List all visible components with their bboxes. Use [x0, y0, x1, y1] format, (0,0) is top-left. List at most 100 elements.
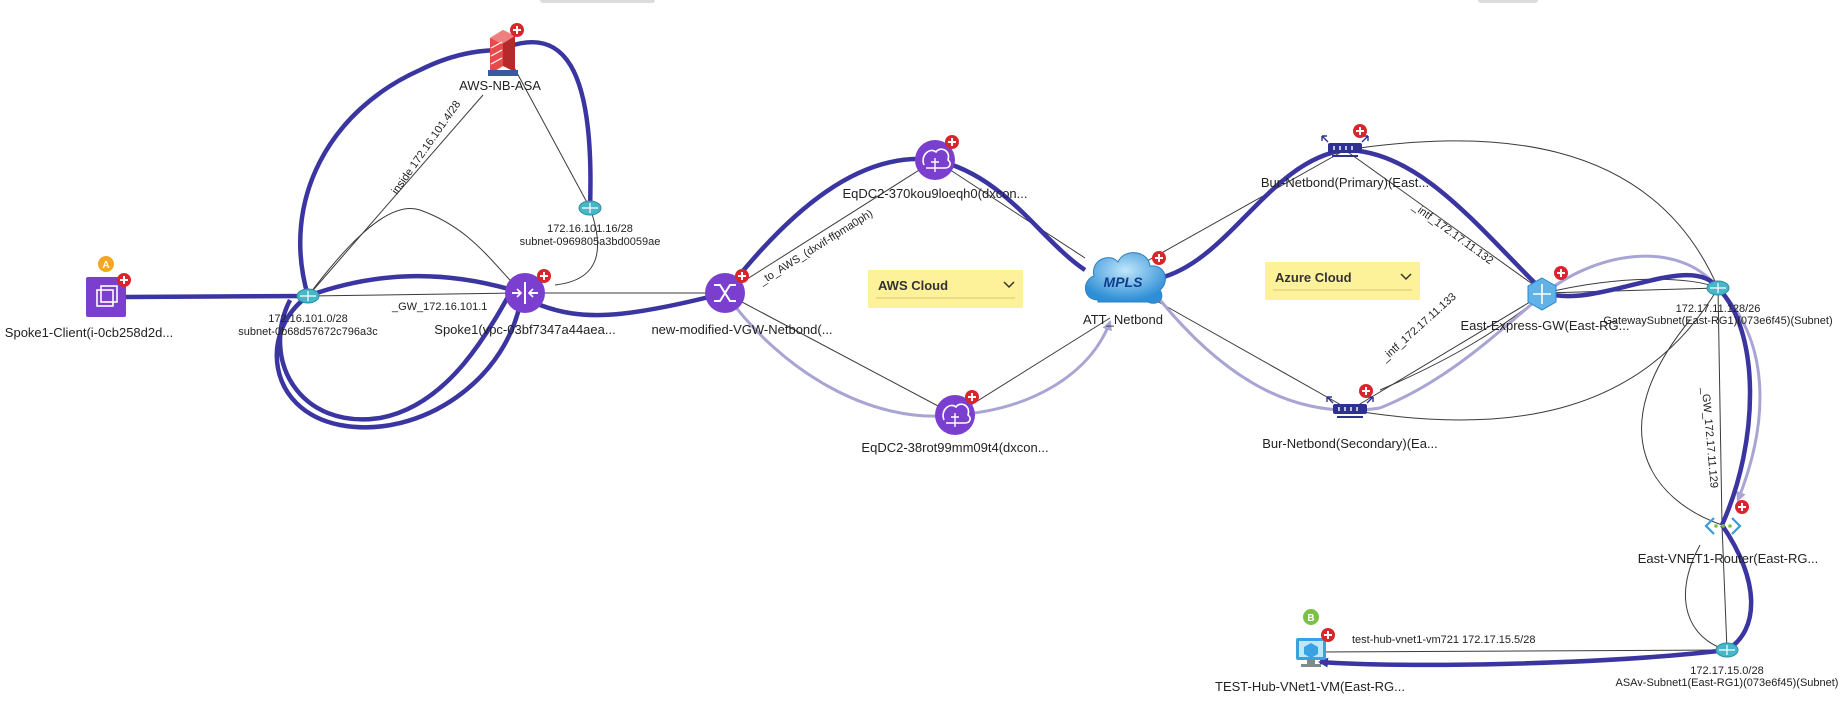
node-spoke1-client[interactable]: A Spoke1-Client(i-0cb258d2d... [5, 256, 173, 340]
link-subnet-asa-to-vpc [554, 207, 598, 286]
badge-b-text: B [1307, 613, 1314, 624]
link-gwsubnet-curve-router [1641, 319, 1723, 526]
chevron-down-icon[interactable] [1400, 273, 1412, 281]
node-bur-secondary[interactable]: Bur-Netbond(Secondary)(Ea... [1262, 384, 1438, 451]
primary-subnet-loop-lower-2 [277, 273, 522, 422]
node-label: East-Express-GW(East-RG... [1460, 318, 1629, 333]
primary-subnet-to-vpc-upper [307, 273, 523, 299]
subnet-cidr: 172.16.101.0/28 [268, 313, 348, 325]
edge-label-gw-spoke: _GW_172.16.101.1 [391, 301, 487, 313]
link-spoke-subnet-to-asa [307, 94, 484, 297]
link-asav-to-vm [1314, 649, 1728, 653]
node-eqdc2-b[interactable]: EqDC2-38rot99mm09t4(dxcon... [861, 390, 1049, 455]
node-subnet-asa[interactable]: 172.16.101.16/28 subnet-0969805a3bd0059a… [520, 200, 661, 248]
node-vgw[interactable]: new-modified-VGW-Netbond(... [651, 269, 833, 337]
subnet-name: ASAv-Subnet1(East-RG1)(073e6f45)(Subnet) [1616, 677, 1839, 689]
link-mpls-to-bur-primary [1139, 149, 1346, 266]
link-vgw-to-eqdc-b [724, 292, 956, 416]
primary-asa-to-subnet-asa [509, 40, 593, 209]
secondary-mpls-to-bur-secondary [1158, 299, 1381, 412]
aws-cloud-note-text: AWS Cloud [878, 278, 948, 293]
azure-cloud-note-text: Azure Cloud [1275, 270, 1352, 285]
link-asa-to-subnet-asa [509, 59, 591, 209]
node-bur-primary[interactable]: Bur-Netbond(Primary)(East... [1261, 124, 1429, 190]
node-eqdc2-a[interactable]: EqDC2-370kou9loeqh0(dxcon... [842, 135, 1028, 201]
node-label: EqDC2-370kou9loeqh0(dxcon... [842, 186, 1027, 201]
link-bur-primary-to-express [1344, 149, 1546, 294]
instances-icon [86, 277, 126, 317]
node-east-vnet-router[interactable]: East-VNET1-Router(East-RG... [1638, 500, 1819, 566]
subnet-name: subnet-0b68d57672c796a3c [238, 326, 378, 338]
mpls-text: MPLS [1104, 274, 1144, 290]
link-router-to-asav-curve [1685, 544, 1728, 651]
primary-asav-to-vm [1318, 647, 1728, 668]
node-east-express[interactable]: East-Express-GW(East-RG... [1460, 266, 1630, 333]
primary-path [124, 40, 1754, 668]
link-spoke-subnet-to-vpc [307, 292, 523, 297]
link-eqdc-b-to-mpls [954, 317, 1111, 416]
subnet-name: GatewaySubnet(East-RG1)(073e6f45)(Subnet… [1603, 315, 1832, 327]
link-express-to-gwsubnet-a [1544, 287, 1719, 294]
secondary-express-to-gwsubnet [1544, 254, 1720, 295]
node-label: ATT_Netbond [1083, 312, 1163, 327]
primary-express-to-gwsubnet [1544, 272, 1720, 299]
link-gwsubnet-to-vnet-router [1717, 287, 1723, 526]
badge-a-text: A [102, 260, 109, 271]
primary-router-to-asav [1720, 523, 1754, 652]
node-mpls[interactable]: MPLS ATT_Netbond [1083, 251, 1166, 327]
node-label: Bur-Netbond(Secondary)(Ea... [1262, 436, 1438, 451]
primary-gwsubnet-to-router [1716, 286, 1753, 526]
link-vgw-to-eqdc-a [724, 159, 936, 294]
primary-bur-primary-to-express [1344, 147, 1547, 295]
node-label: AWS-NB-ASA [459, 78, 541, 93]
secondary-path [723, 254, 1762, 502]
link-bur-secondary-to-gwsubnet [1349, 287, 1719, 421]
link-spoke-subnet-curve [307, 208, 523, 297]
node-label: TEST-Hub-VNet1-VM(East-RG... [1215, 679, 1405, 694]
primary-subnet-loop-asa [298, 47, 506, 297]
firewall-icon [488, 30, 518, 76]
secondary-vgw-to-eqdc-b [723, 292, 956, 418]
primary-eqdc-a-to-mpls [934, 157, 1087, 272]
top-tab-right [1478, 0, 1538, 3]
primary-mpls-to-bur-primary [1159, 147, 1346, 281]
aws-cloud-note[interactable]: AWS Cloud [868, 270, 1023, 308]
link-eqdc-a-to-mpls [934, 159, 1086, 259]
vnet-router-icon [1704, 517, 1742, 535]
node-label: new-modified-VGW-Netbond(... [651, 322, 832, 337]
node-asav-subnet[interactable]: 172.17.15.0/28 ASAv-Subnet1(East-RG1)(07… [1616, 642, 1839, 689]
primary-vgw-to-eqdc-a [723, 156, 936, 295]
node-label: Spoke1(vpc-03bf7347a44aea... [434, 322, 615, 337]
gateway-device-icon [1321, 135, 1369, 157]
primary-vpc-to-vgw [539, 290, 726, 318]
chevron-down-icon[interactable] [1003, 281, 1015, 289]
node-label: East-VNET1-Router(East-RG... [1638, 551, 1819, 566]
edge-label-to-aws: _to_AWS_(dxvif-ffpma0ph) [756, 208, 875, 288]
azure-cloud-note[interactable]: Azure Cloud [1265, 262, 1420, 300]
node-test-hub-vm[interactable]: B TEST-Hub-VNet1-VM(East-RG... [1215, 609, 1405, 694]
node-label: EqDC2-38rot99mm09t4(dxcon... [861, 440, 1048, 455]
node-spoke1-vpc[interactable]: Spoke1(vpc-03bf7347a44aea... [434, 269, 616, 337]
subnet-cidr: 172.16.101.16/28 [547, 223, 633, 235]
link-bur-secondary-to-express [1349, 292, 1546, 411]
top-tab-left [540, 0, 655, 3]
primary-client-to-subnet [124, 293, 309, 300]
link-bur-primary-to-gwsubnet [1344, 140, 1719, 289]
subnet-name: subnet-0969805a3bd0059ae [520, 236, 661, 248]
secondary-bur-secondary-to-express [1379, 291, 1546, 410]
node-subnet-spoke1[interactable]: 172.16.101.0/28 subnet-0b68d57672c796a3c [238, 288, 378, 338]
gateway-device-icon [1326, 396, 1374, 418]
virtual-machine-icon [1296, 638, 1326, 667]
subnet-cidr: 172.17.11.128/26 [1676, 303, 1761, 315]
edge-label-asa-inside: inside 172.16.101.4/28 [390, 99, 464, 197]
edge-label-gw-vnet: _GW_172.17.11.129 [1699, 386, 1720, 488]
badge-b [1303, 609, 1319, 625]
links [307, 59, 1728, 653]
secondary-eqdc-b-to-mpls [954, 320, 1112, 417]
node-gateway-subnet[interactable]: 172.17.11.128/26 GatewaySubnet(East-RG1)… [1603, 280, 1833, 327]
edge-label-intf-secondary: _intf_172.17.11.133 [1378, 291, 1458, 365]
node-label: Bur-Netbond(Primary)(East... [1261, 175, 1429, 190]
link-mpls-to-bur-secondary [1154, 299, 1351, 411]
node-aws-nb-asa[interactable]: AWS-NB-ASA [459, 23, 541, 93]
